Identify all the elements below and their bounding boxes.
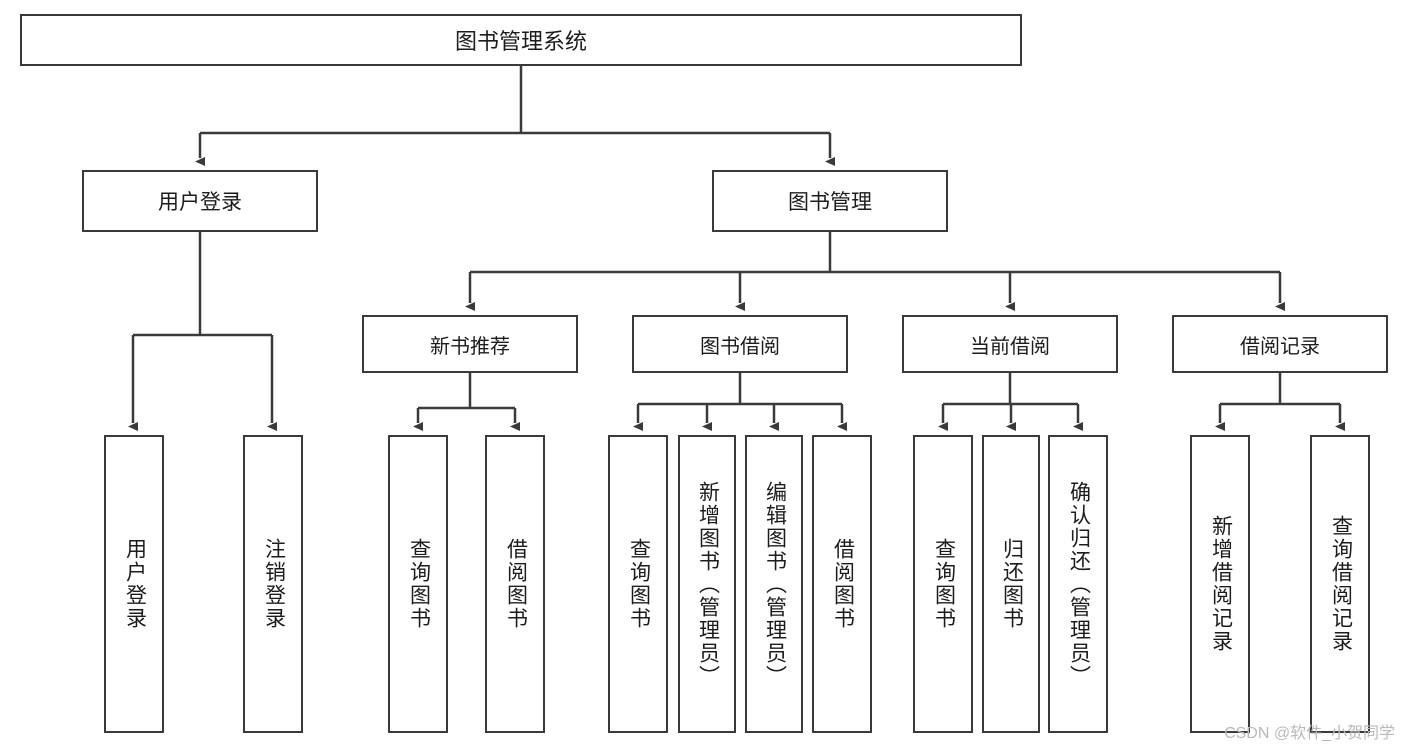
node-label: 当前借阅: [970, 335, 1050, 358]
leaf-label: 借阅图书: [504, 538, 528, 630]
leaf-borrow-book[interactable]: 借阅图书: [812, 435, 872, 733]
leaf-label: 确认归还（管理员）: [1067, 480, 1091, 688]
node-new-book-recommend[interactable]: 新书推荐: [362, 315, 578, 373]
node-current-borrow[interactable]: 当前借阅: [902, 315, 1118, 373]
leaf-confirm-return-admin[interactable]: 确认归还（管理员）: [1048, 435, 1108, 733]
node-label: 图书管理: [788, 191, 872, 214]
leaf-user-login[interactable]: 用户登录: [104, 435, 164, 733]
leaf-add-borrow-record[interactable]: 新增借阅记录: [1190, 435, 1250, 733]
node-label: 用户登录: [158, 191, 242, 214]
node-label: 借阅记录: [1240, 335, 1320, 358]
leaf-label: 查询图书: [932, 538, 956, 630]
node-label: 图书借阅: [700, 335, 780, 358]
leaf-label: 查询图书: [627, 538, 651, 630]
node-book-management[interactable]: 图书管理: [712, 170, 948, 232]
leaf-label: 借阅图书: [831, 538, 855, 630]
leaf-label: 归还图书: [1000, 538, 1024, 630]
leaf-query-borrow-record[interactable]: 查询借阅记录: [1310, 435, 1370, 733]
leaf-label: 新增借阅记录: [1209, 515, 1233, 653]
leaf-label: 新增图书（管理员）: [696, 480, 720, 688]
node-user-login[interactable]: 用户登录: [82, 170, 318, 232]
node-borrow-record[interactable]: 借阅记录: [1172, 315, 1388, 373]
leaf-add-book-admin[interactable]: 新增图书（管理员）: [678, 435, 736, 733]
leaf-label: 编辑图书（管理员）: [763, 480, 787, 688]
leaf-label: 注销登录: [262, 538, 286, 630]
leaf-query-book-borrow[interactable]: 查询图书: [608, 435, 668, 733]
leaf-label: 查询借阅记录: [1329, 515, 1353, 653]
leaf-query-book-current[interactable]: 查询图书: [913, 435, 973, 733]
leaf-edit-book-admin[interactable]: 编辑图书（管理员）: [745, 435, 803, 733]
node-label: 新书推荐: [430, 335, 510, 358]
node-book-borrow[interactable]: 图书借阅: [632, 315, 848, 373]
leaf-logout[interactable]: 注销登录: [243, 435, 303, 733]
node-root[interactable]: 图书管理系统: [20, 14, 1022, 66]
leaf-borrow-book-recommend[interactable]: 借阅图书: [485, 435, 545, 733]
leaf-label: 用户登录: [123, 538, 147, 630]
leaf-label: 查询图书: [407, 538, 431, 630]
leaf-return-book[interactable]: 归还图书: [982, 435, 1040, 733]
leaf-query-book-recommend[interactable]: 查询图书: [388, 435, 448, 733]
node-label: 图书管理系统: [454, 29, 587, 54]
